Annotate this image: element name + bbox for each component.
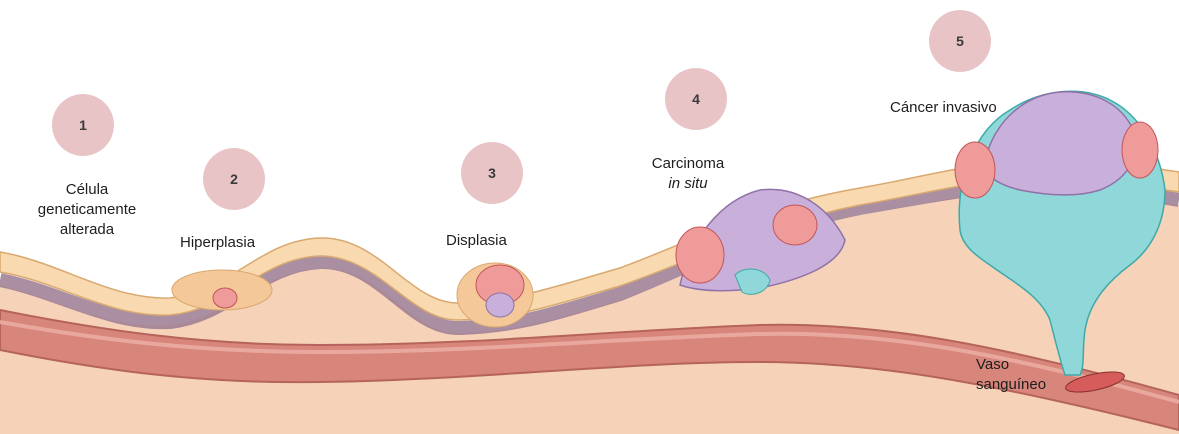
blood-vessel-label-line-1: Vaso [976,355,1046,375]
stage-3-label: Displasia [446,231,507,251]
stage-5-label: Cáncer invasivo [890,98,997,118]
blood-vessel-label: Vaso sanguíneo [976,355,1046,395]
stage-4-label: Carcinoma in situ [628,154,748,194]
stage-3-badge: 3 [461,142,523,204]
stage-4-badge: 4 [665,68,727,130]
stage-2-label-line-1: Hiperplasia [180,233,255,253]
carcinoma-dysplastic-cells [676,227,724,283]
stage-2-badge: 2 [203,148,265,210]
stage-1-badge: 1 [52,94,114,156]
stage-5-badge: 5 [929,10,991,72]
invasive-dysplastic-cells-right [1122,122,1158,178]
carcinoma-edge-cells [773,205,817,245]
stage-1-label-line-3: alterada [2,220,172,240]
stage-4-label-line-1: Carcinoma [628,154,748,174]
stage-1-label: Célula geneticamente alterada [2,180,172,240]
dysplastic-cells-purple [486,293,514,317]
stage-5-label-line-1: Cáncer invasivo [890,98,997,118]
invasive-dysplastic-cells-left [955,142,995,198]
blood-vessel-label-line-2: sanguíneo [976,375,1046,395]
stage-3-label-line-1: Displasia [446,231,507,251]
invasive-purple-cells [985,92,1136,195]
stage-2-label: Hiperplasia [180,233,255,253]
stage-1-label-line-1: Célula [2,180,172,200]
stage-4-label-line-2: in situ [628,174,748,194]
stage-1-label-line-2: geneticamente [2,200,172,220]
altered-cell [213,288,237,308]
